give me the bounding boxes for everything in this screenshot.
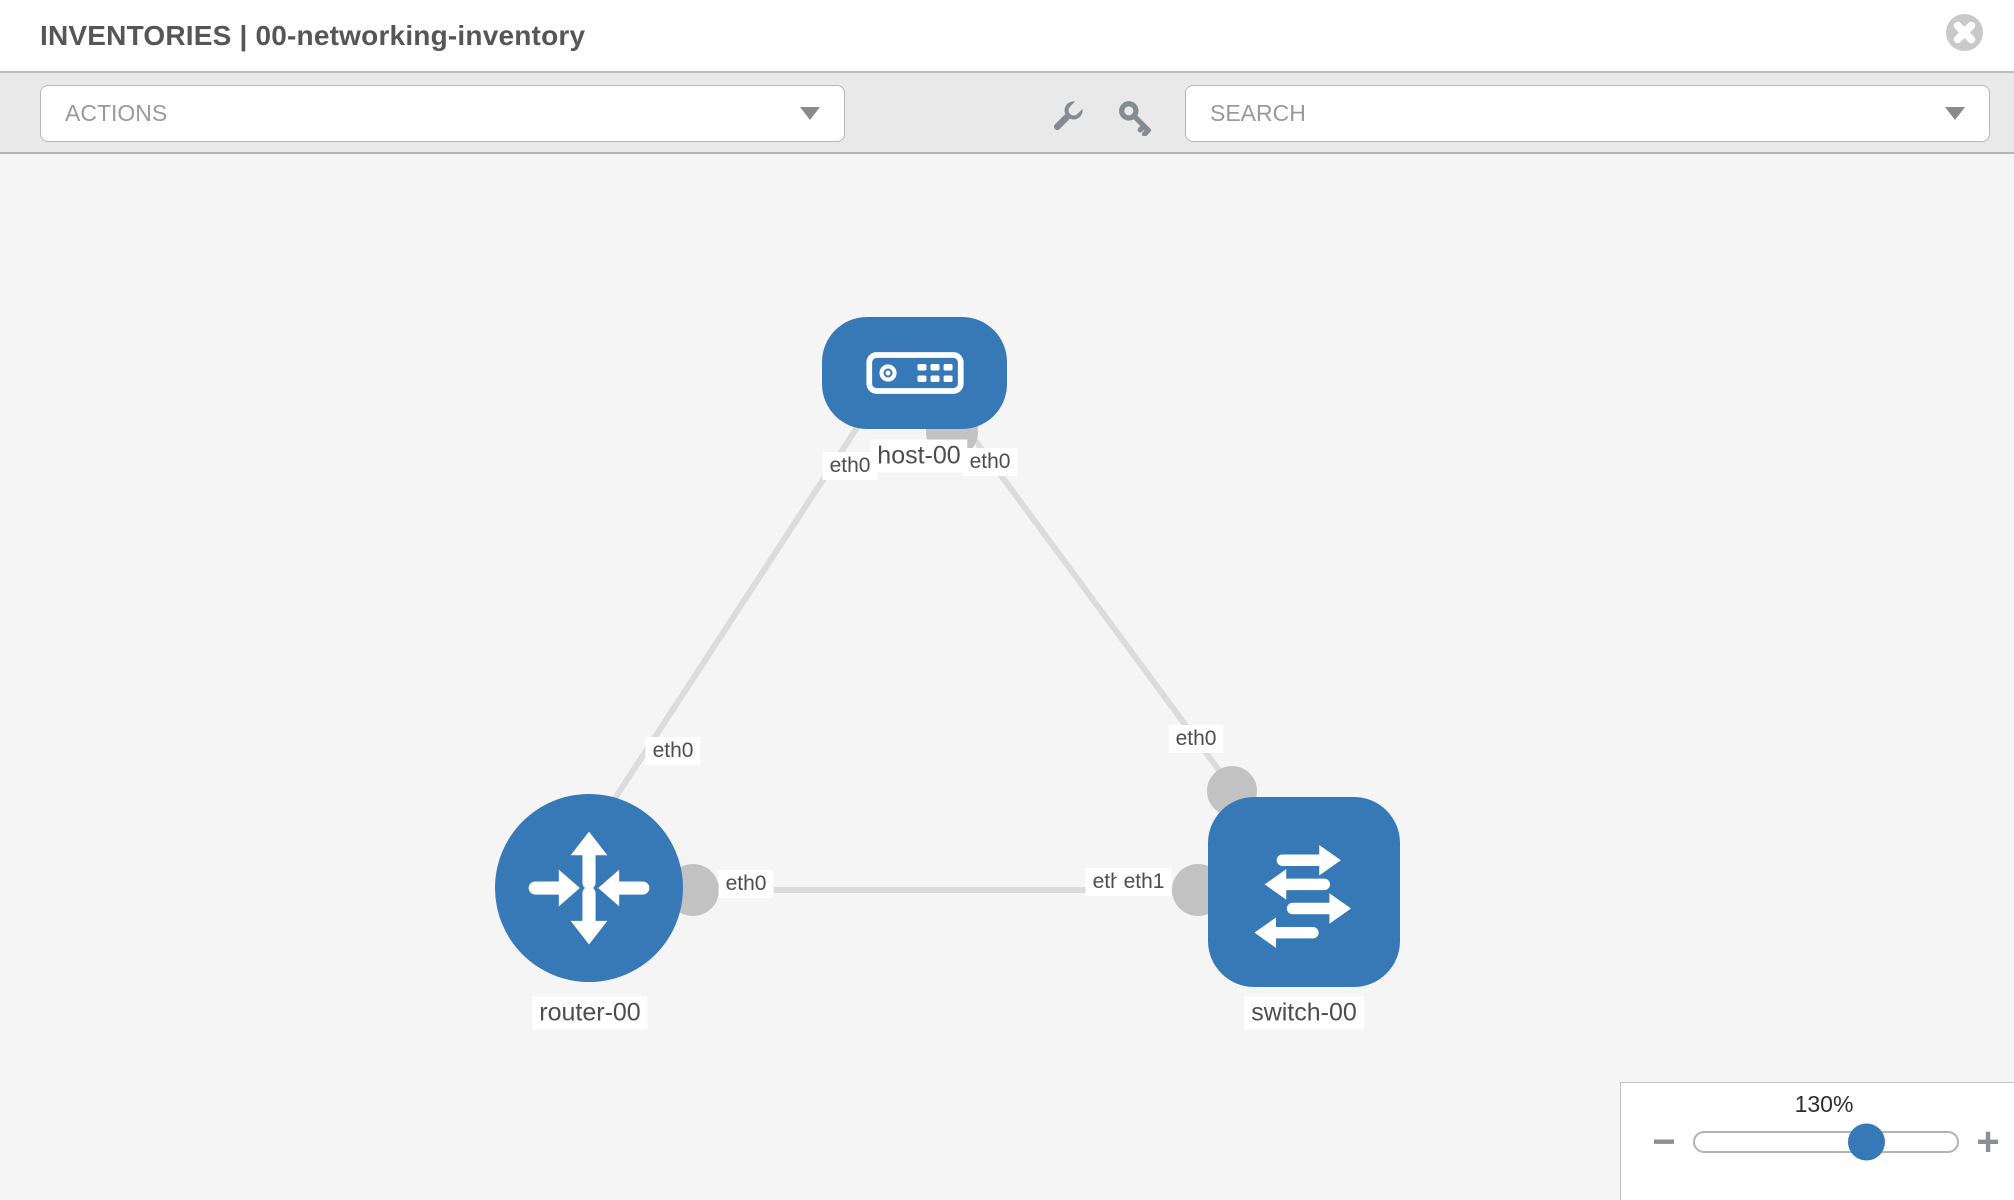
page-title: INVENTORIES | 00-networking-inventory bbox=[40, 19, 586, 51]
zoom-level: 130% bbox=[1794, 1091, 1854, 1117]
node-label-host-00: host-00 bbox=[870, 439, 968, 473]
iface-label-eth0-host-right: eth0 bbox=[962, 448, 1018, 476]
zoom-out-button[interactable]: − bbox=[1652, 1120, 1676, 1164]
zoom-in-button[interactable]: + bbox=[1976, 1120, 2000, 1164]
node-switch-00[interactable] bbox=[1208, 797, 1400, 987]
zoom-panel: 130% − + bbox=[1620, 1082, 2014, 1200]
zoom-slider[interactable] bbox=[1693, 1123, 1959, 1161]
actions-dropdown[interactable]: ACTIONS bbox=[40, 85, 845, 142]
actions-dropdown-label: ACTIONS bbox=[65, 100, 168, 126]
key-icon[interactable] bbox=[1116, 98, 1154, 136]
toolbar: ACTIONS SEARCH bbox=[0, 71, 2014, 154]
node-router-00[interactable] bbox=[495, 794, 683, 982]
iface-label-eth0-switch-top: eth0 bbox=[1168, 725, 1224, 753]
iface-label-eth0-host-left: eth0 bbox=[822, 452, 878, 480]
zoom-slider-thumb[interactable] bbox=[1848, 1123, 1885, 1161]
iface-label-eth1-switch-left: eth1 bbox=[1116, 868, 1172, 896]
links-layer bbox=[605, 406, 1257, 916]
iface-label-eth0-router-top: eth0 bbox=[645, 737, 701, 765]
search-dropdown[interactable]: SEARCH bbox=[1185, 85, 1990, 142]
topology-canvas[interactable]: eth0 eth0 eth0 eth0 eth0 eth0 eth1 host-… bbox=[0, 154, 2014, 1200]
node-label-switch-00: switch-00 bbox=[1244, 996, 1364, 1030]
node-host-00[interactable] bbox=[822, 317, 1007, 429]
switch-icon bbox=[1254, 844, 1352, 948]
host-icon bbox=[865, 352, 964, 394]
node-label-router-00: router-00 bbox=[532, 996, 648, 1030]
chevron-down-icon bbox=[1945, 107, 1965, 120]
iface-label-eth0-router-right: eth0 bbox=[718, 870, 774, 898]
wrench-icon[interactable] bbox=[1048, 98, 1086, 136]
header: INVENTORIES | 00-networking-inventory bbox=[0, 0, 2014, 71]
close-icon[interactable] bbox=[1945, 13, 1984, 52]
search-placeholder: SEARCH bbox=[1210, 100, 1306, 126]
router-icon bbox=[528, 831, 650, 945]
chevron-down-icon bbox=[800, 107, 820, 120]
